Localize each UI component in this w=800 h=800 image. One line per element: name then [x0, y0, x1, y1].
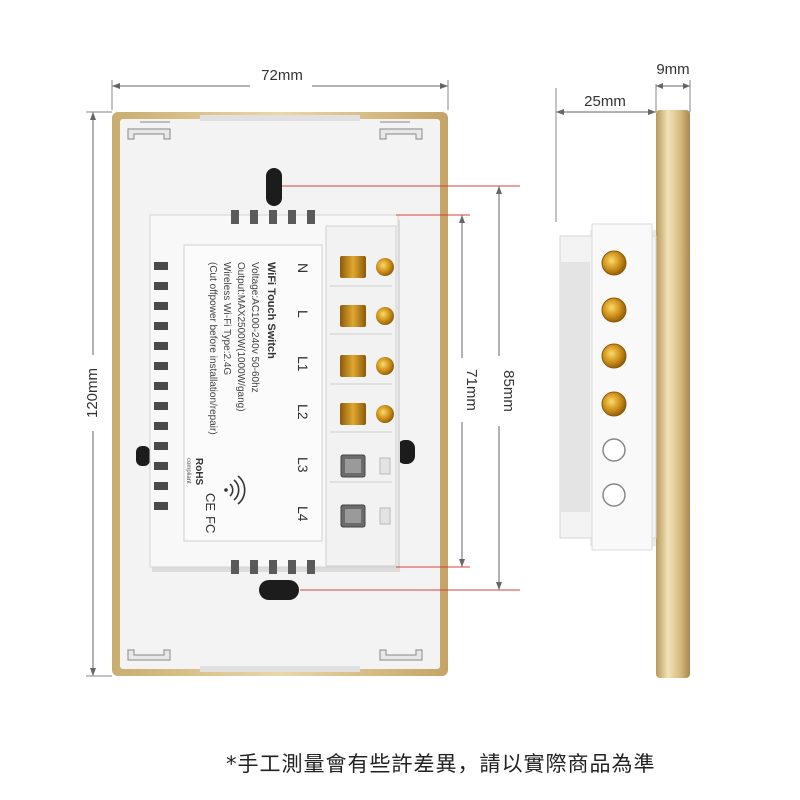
- svg-text:FC: FC: [203, 516, 218, 533]
- plate-thickness-dimension: 9mm: [655, 61, 691, 112]
- switch-module: WiFi Touch Switch Voltage:AC100-240v 50-…: [149, 210, 400, 574]
- measurement-disclaimer: *手工測量會有些許差異，請以實際商品為準: [226, 752, 656, 776]
- width-dimension: 72mm: [111, 67, 449, 110]
- width-label: 72mm: [261, 67, 303, 84]
- label-text: WiFi Touch Switch Voltage:AC100-240v 50-…: [207, 262, 277, 435]
- side-terminals: [601, 250, 627, 507]
- side-view: 25mm 9mm: [555, 61, 691, 678]
- label-line-2: Output:MAX2500W(1000W/gang): [235, 262, 246, 412]
- terminal-label-n: N: [295, 263, 311, 273]
- terminal-l: [340, 305, 394, 327]
- side-vents: [154, 262, 168, 510]
- product-label: [183, 244, 323, 542]
- top-mounting-slot: [266, 168, 282, 206]
- module-height-label: 71mm: [463, 369, 480, 411]
- terminal-label-l1: L1: [295, 356, 311, 372]
- top-clips: [127, 121, 423, 140]
- left-side-slot: [136, 446, 150, 466]
- screw-span-label: 85mm: [500, 370, 517, 412]
- label-line-4: (Cut offpower before installation/repair…: [207, 262, 218, 435]
- terminal-l3: [340, 454, 391, 478]
- label-line-3: Wireless Wi-Fi Type:2.4G: [221, 262, 232, 375]
- bottom-mounting-slot: [259, 580, 299, 600]
- terminal-labels: N L L1 L2 L3 L4: [295, 263, 311, 522]
- screw-span-dimension: 85mm: [282, 185, 520, 591]
- wifi-icon: [224, 475, 246, 505]
- rohs-mark: RoHS compliant: [185, 458, 204, 486]
- ce-mark: CE: [203, 493, 218, 511]
- height-dimension: 120mm: [84, 111, 112, 677]
- module-height-dimension: 71mm: [396, 214, 480, 568]
- terminal-l1: [340, 355, 394, 377]
- fc-mark: FC: [203, 516, 218, 533]
- terminal-n: [340, 256, 394, 278]
- terminal-label-l3: L3: [295, 457, 311, 473]
- svg-text:RoHS: RoHS: [193, 458, 204, 486]
- plate-thickness-label: 9mm: [656, 61, 689, 78]
- terminal-label-l: L: [295, 310, 311, 318]
- height-label: 120mm: [84, 368, 101, 418]
- label-title: WiFi Touch Switch: [265, 262, 277, 359]
- side-depth-label: 25mm: [584, 93, 626, 110]
- right-side-slot: [397, 440, 415, 464]
- side-depth-dimension: 25mm: [555, 88, 656, 222]
- label-line-1: Voltage:AC100-240v 50-60hz: [249, 262, 260, 393]
- terminal-label-l2: L2: [295, 404, 311, 420]
- bottom-clips: [127, 649, 423, 661]
- top-vents: [231, 210, 315, 224]
- svg-text:compliant: compliant: [185, 458, 191, 484]
- terminal-l2: [340, 403, 394, 425]
- svg-text:CE: CE: [203, 493, 218, 511]
- side-plate: [656, 110, 690, 678]
- terminal-label-l4: L4: [295, 506, 311, 522]
- terminal-l4: [340, 504, 391, 528]
- bottom-vents: [231, 560, 315, 574]
- terminal-block: [325, 225, 397, 567]
